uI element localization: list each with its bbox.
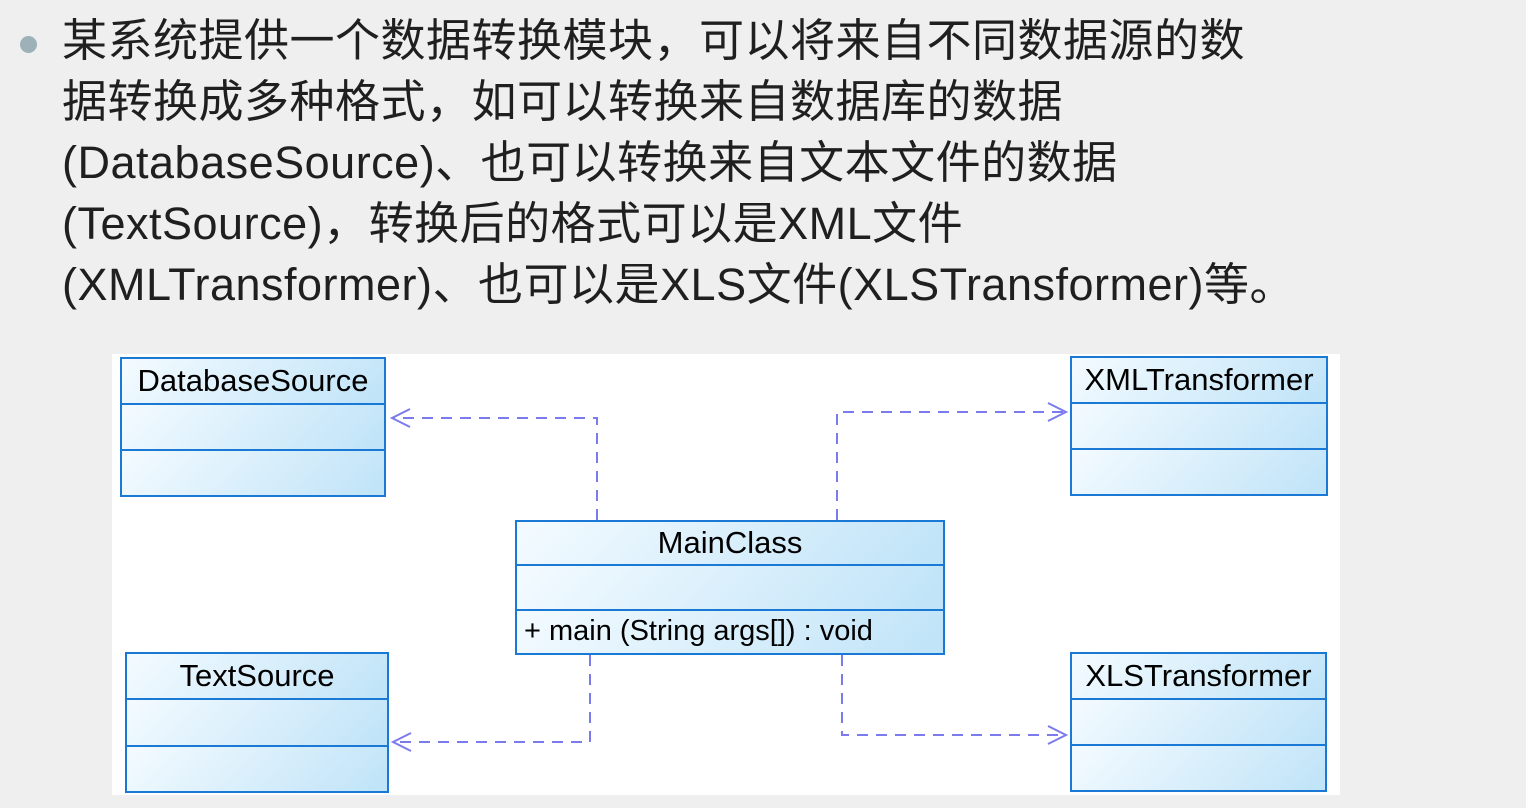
- class-text-source: TextSource: [125, 652, 389, 793]
- paragraph-line-2: 据转换成多种格式，如可以转换来自数据库的数据: [62, 76, 1064, 127]
- class-operations-database-source: [122, 449, 384, 495]
- class-operations-xml-transformer: [1072, 448, 1326, 494]
- dependency-main-to-xlstransformer: [841, 655, 1069, 745]
- class-name-text-source: TextSource: [127, 654, 387, 699]
- class-attributes-text-source: [127, 698, 387, 745]
- class-attributes-database-source: [122, 403, 384, 449]
- class-attributes-xml-transformer: [1072, 402, 1326, 448]
- class-operations-main-class: + main (String args[]) : void: [517, 608, 943, 653]
- class-database-source: DatabaseSource: [120, 357, 386, 497]
- uml-class-diagram: DatabaseSource XMLTransformer MainClass …: [112, 354, 1340, 795]
- paragraph-line-1: 某系统提供一个数据转换模块，可以将来自不同数据源的数: [62, 15, 1246, 66]
- class-name-xls-transformer: XLSTransformer: [1072, 654, 1325, 698]
- dependency-main-to-textsource: [390, 655, 591, 752]
- class-name-main-class: MainClass: [517, 522, 943, 565]
- class-xml-transformer: XMLTransformer: [1070, 356, 1328, 496]
- class-xls-transformer: XLSTransformer: [1070, 652, 1327, 792]
- class-name-database-source: DatabaseSource: [122, 359, 384, 403]
- bullet-paragraph: 某系统提供一个数据转换模块，可以将来自不同数据源的数 据转换成多种格式，如可以转…: [20, 10, 1295, 315]
- class-main-class: MainClass + main (String args[]) : void: [515, 520, 945, 655]
- paragraph-line-5: (XMLTransformer)、也可以是XLS文件(XLSTransforme…: [62, 259, 1295, 310]
- dependency-main-to-xmltransformer: [836, 402, 1069, 520]
- dependency-main-to-databasesource: [389, 408, 598, 520]
- paragraph-line-3: (DatabaseSource)、也可以转换来自文本文件的数据: [62, 137, 1118, 188]
- class-name-xml-transformer: XMLTransformer: [1072, 358, 1326, 402]
- class-operations-text-source: [127, 744, 387, 791]
- bullet-icon: [20, 36, 37, 53]
- paragraph-line-4: (TextSource)，转换后的格式可以是XML文件: [62, 198, 964, 249]
- dependency-connectors: [389, 402, 1069, 752]
- class-operations-xls-transformer: [1072, 744, 1325, 790]
- class-attributes-xls-transformer: [1072, 698, 1325, 744]
- class-attributes-main-class: [517, 564, 943, 609]
